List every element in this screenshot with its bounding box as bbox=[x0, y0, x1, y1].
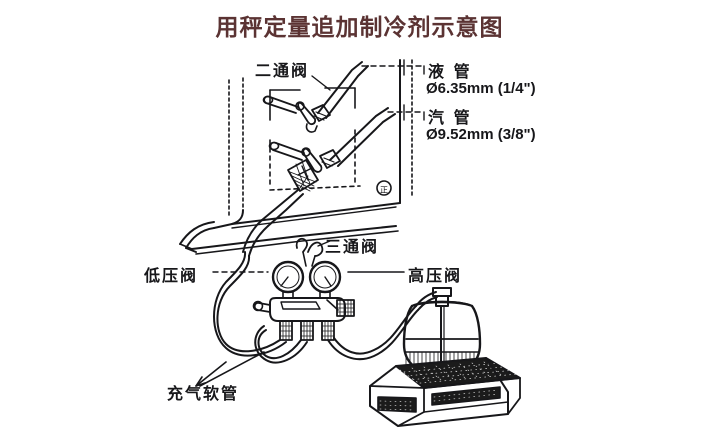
label-liquid-pipe-spec: Ø6.35mm (1/4") bbox=[426, 80, 536, 97]
label-two-way-valve: 二通阀 bbox=[255, 61, 310, 80]
high-side-hose bbox=[327, 309, 419, 361]
label-low-pressure-valve: 低压阀 bbox=[144, 266, 199, 285]
label-vapor-pipe: 汽 管 bbox=[428, 108, 472, 127]
label-vapor-pipe-spec: Ø9.52mm (3/8") bbox=[426, 126, 536, 143]
low-side-hose bbox=[216, 255, 281, 353]
label-liquid-pipe: 液 管 bbox=[428, 62, 472, 81]
outdoor-unit-cabinet: 正 bbox=[213, 59, 413, 229]
manifold-gauge-set bbox=[252, 237, 355, 341]
label-leader-lines bbox=[195, 240, 405, 387]
unit-mark-glyph: 正 bbox=[380, 186, 388, 195]
label-high-pressure-valve: 高压阀 bbox=[408, 266, 463, 285]
electronic-weighing-scale bbox=[369, 357, 521, 427]
page-title: 用秤定量追加制冷剂示意图 bbox=[215, 14, 504, 41]
label-charging-hose: 充气软管 bbox=[167, 384, 240, 403]
leader-lines-pipes bbox=[361, 59, 425, 121]
refrigerant-pipe-stubs bbox=[317, 61, 396, 167]
leader-two-way-valve bbox=[311, 75, 331, 91]
suction-line bbox=[179, 221, 399, 255]
label-three-way-valve: 三通阀 bbox=[325, 237, 380, 256]
service-valve-pair bbox=[242, 95, 341, 257]
center-hose bbox=[257, 329, 302, 360]
